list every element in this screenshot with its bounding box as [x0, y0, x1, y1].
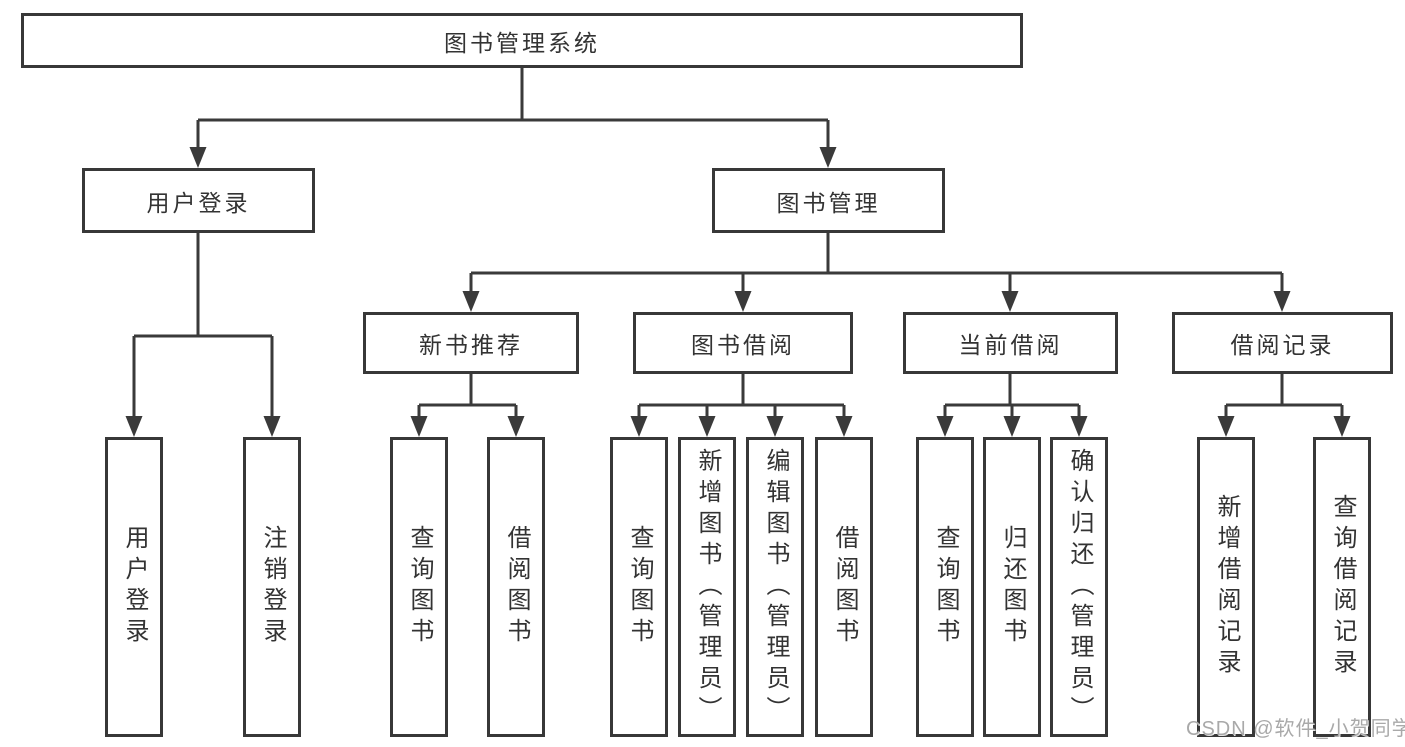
node-current-borrow: 当前借阅	[903, 312, 1118, 374]
leaf-query-borrow-record-label: 查询借阅记录	[1329, 494, 1356, 680]
leaf-logout-label: 注销登录	[259, 525, 286, 649]
leaf-borrow-query-books-label: 查询图书	[626, 525, 653, 649]
leaf-add-borrow-record: 新增借阅记录	[1197, 437, 1255, 737]
leaf-return-books: 归还图书	[983, 437, 1041, 737]
leaf-borrow-books: 借阅图书	[815, 437, 873, 737]
node-borrow-records: 借阅记录	[1172, 312, 1393, 374]
leaf-logout: 注销登录	[243, 437, 301, 737]
leaf-borrow-books-label: 借阅图书	[831, 525, 858, 649]
leaf-recommend-borrow-books: 借阅图书	[487, 437, 545, 737]
leaf-current-query-books: 查询图书	[916, 437, 974, 737]
leaf-recommend-borrow-books-label: 借阅图书	[503, 525, 530, 649]
node-book-borrow: 图书借阅	[633, 312, 853, 374]
leaf-confirm-return-admin: 确认归还（管理员）	[1050, 437, 1108, 737]
leaf-query-borrow-record: 查询借阅记录	[1313, 437, 1371, 737]
leaf-user-login-label: 用户登录	[121, 525, 148, 649]
leaf-confirm-return-admin-label: 确认归还（管理员）	[1066, 447, 1093, 727]
csdn-watermark: CSDN @软件_小贺同学	[1186, 718, 1405, 740]
node-new-book-recommend: 新书推荐	[363, 312, 579, 374]
leaf-current-query-books-label: 查询图书	[932, 525, 959, 649]
leaf-add-borrow-record-label: 新增借阅记录	[1213, 494, 1240, 680]
leaf-edit-books-admin: 编辑图书（管理员）	[746, 437, 804, 737]
leaf-add-books-admin-label: 新增图书（管理员）	[694, 447, 721, 727]
leaf-edit-books-admin-label: 编辑图书（管理员）	[762, 447, 789, 727]
leaf-recommend-query-books: 查询图书	[390, 437, 448, 737]
node-book-management: 图书管理	[712, 168, 945, 233]
leaf-return-books-label: 归还图书	[999, 525, 1026, 649]
leaf-recommend-query-books-label: 查询图书	[406, 525, 433, 649]
node-root-system: 图书管理系统	[21, 13, 1023, 68]
leaf-add-books-admin: 新增图书（管理员）	[678, 437, 736, 737]
leaf-borrow-query-books: 查询图书	[610, 437, 668, 737]
node-user-login: 用户登录	[82, 168, 315, 233]
leaf-user-login: 用户登录	[105, 437, 163, 737]
